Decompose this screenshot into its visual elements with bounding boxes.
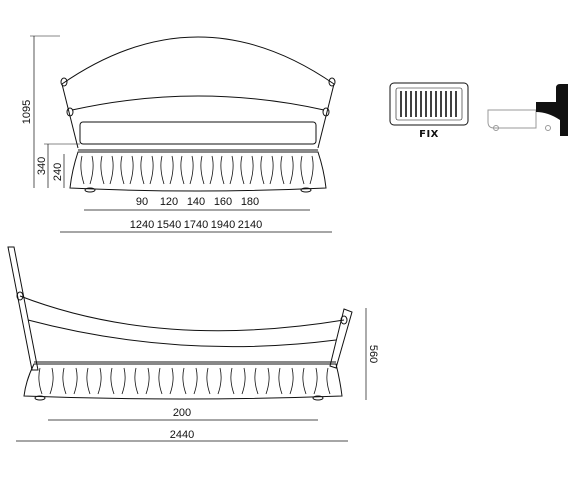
fix-vent-frame — [389, 82, 469, 126]
front-fringe-outline — [69, 151, 327, 192]
side-fringe-strands — [38, 367, 331, 395]
front-left-foot — [84, 187, 96, 193]
side-right-foot — [312, 395, 324, 401]
side-fringe-outline — [23, 363, 343, 400]
label-mattress-width-0: 90 — [136, 196, 148, 208]
fix-vent-inner — [395, 87, 463, 121]
label-overall-width-0: 1240 — [130, 219, 154, 231]
front-view — [30, 35, 336, 233]
fix-option — [389, 82, 551, 131]
front-canopy-arch — [61, 36, 335, 85]
front-headboard-curve — [71, 95, 325, 111]
side-head-post — [7, 246, 39, 371]
label-overall-width-2: 1740 — [184, 219, 208, 231]
front-fringe-strands — [80, 155, 314, 185]
label-height-1095: 1095 — [21, 100, 33, 124]
label-overall-width-3: 1940 — [211, 219, 235, 231]
label-mattress-width-1: 120 — [160, 196, 178, 208]
label-height-560: 560 — [367, 345, 379, 363]
front-right-foot — [300, 187, 312, 193]
fix-vent-slats — [400, 91, 457, 117]
side-head-knob — [16, 291, 24, 301]
side-canopy-lower — [27, 319, 337, 348]
front-left-mid-knob — [66, 107, 74, 117]
side-left-foot — [34, 395, 46, 401]
fix-headboard-profile-icon — [536, 84, 568, 136]
side-canopy-sling — [19, 295, 345, 332]
fix-profile-foot-2 — [545, 125, 551, 131]
fix-profile-base — [487, 109, 537, 129]
label-overall-width-1: 1540 — [157, 219, 181, 231]
fix-profile-foot — [493, 125, 499, 131]
label-height-240: 240 — [52, 163, 64, 181]
fix-label: FIX — [419, 129, 439, 140]
side-foot-post — [329, 308, 353, 369]
side-view — [7, 246, 367, 442]
label-mattress-width-3: 160 — [214, 196, 232, 208]
label-mattress-width-4: 180 — [241, 196, 259, 208]
front-right-knob — [328, 77, 336, 87]
label-mattress-width-2: 140 — [187, 196, 205, 208]
label-overall-width-4: 2140 — [238, 219, 262, 231]
label-overall-length: 2440 — [170, 429, 194, 441]
front-right-mid-knob — [322, 107, 330, 117]
label-mattress-length: 200 — [173, 407, 191, 419]
front-left-knob — [60, 77, 68, 87]
label-height-340: 340 — [36, 157, 48, 175]
front-headboard-panel — [79, 121, 317, 145]
